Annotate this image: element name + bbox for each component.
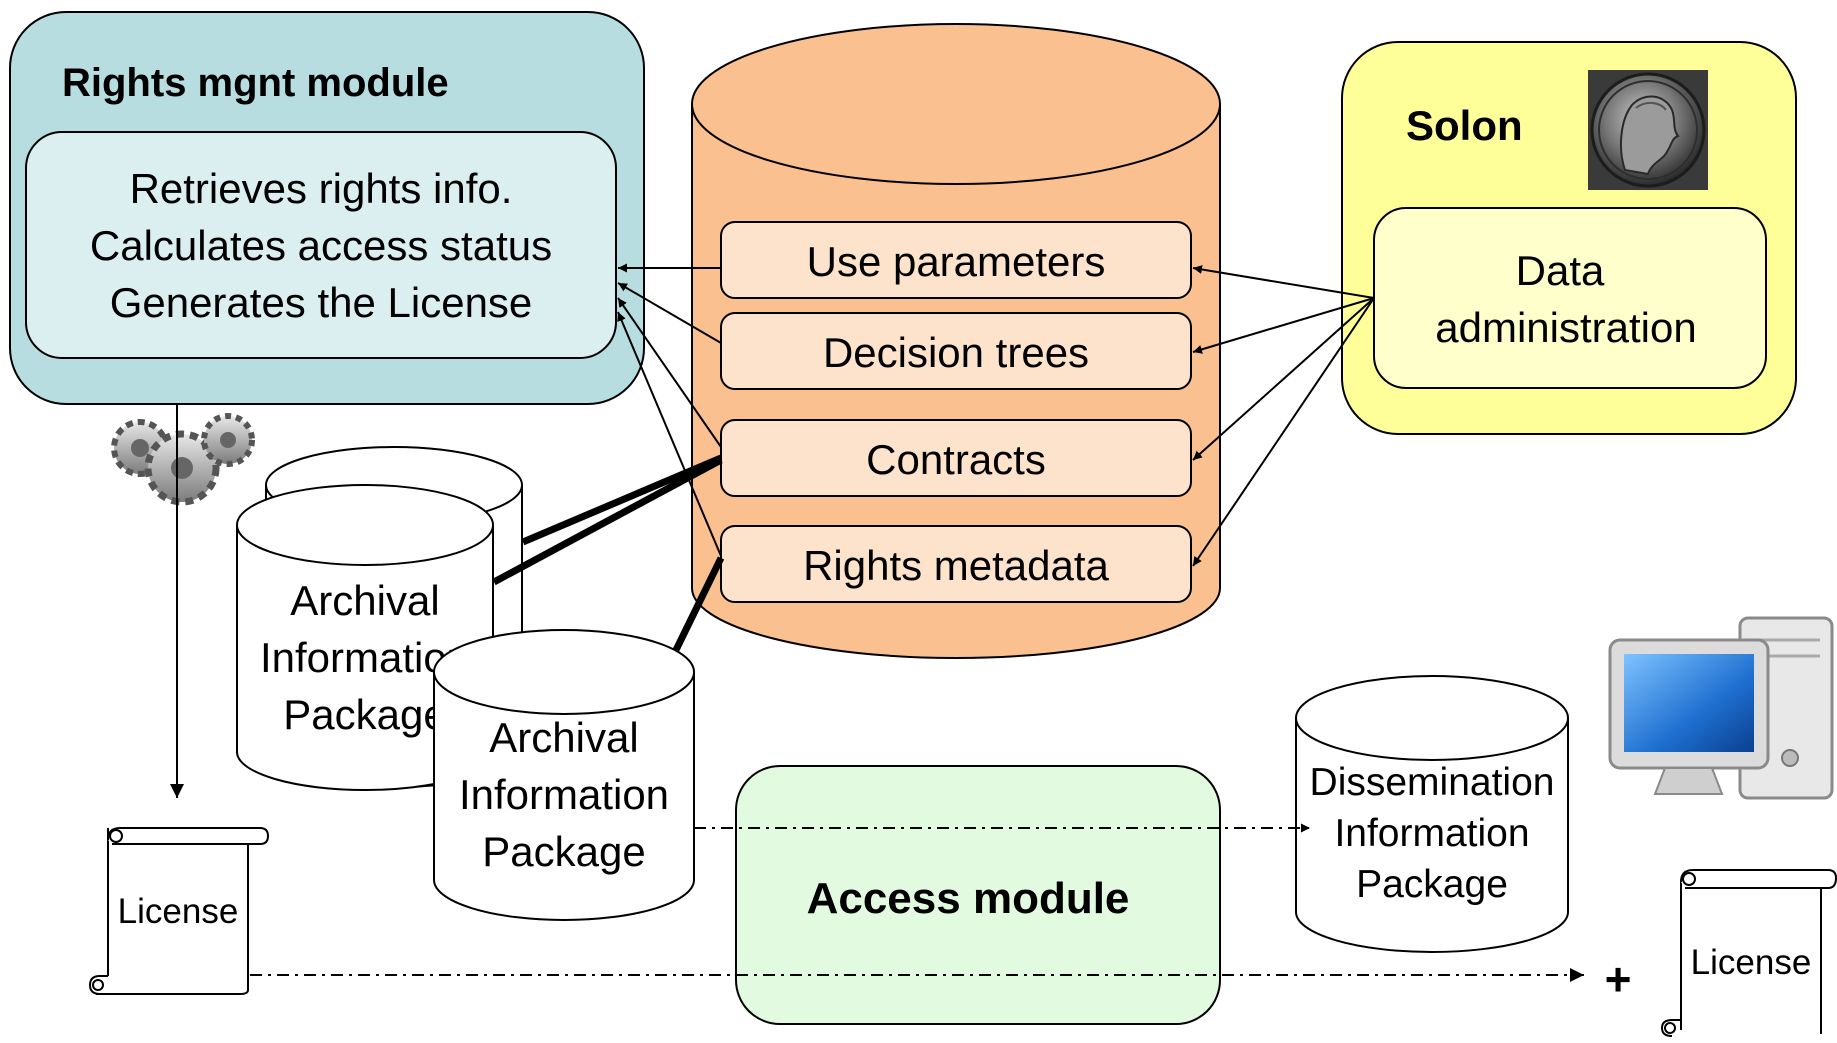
dip-line-2: Information — [1334, 812, 1529, 855]
data-administration-line-2: administration — [1435, 304, 1696, 351]
dip-cylinder: Dissemination Information Package — [1295, 675, 1569, 953]
aip-back-line-1: Archival — [290, 577, 439, 624]
access-module-box — [735, 765, 1221, 1025]
admin-to-db-arrows — [1192, 265, 1375, 567]
rights-module: Rights mgnt module Retrieves rights info… — [9, 11, 645, 405]
db-item-decision-trees-label: Decision trees — [823, 329, 1089, 376]
rights-function-line-2: Calculates access status — [90, 222, 552, 269]
rights-function-line-3: Generates the License — [110, 279, 533, 326]
gears-icon — [111, 413, 255, 506]
aip-front-line-1: Archival — [489, 714, 638, 761]
link-contracts-aip-back — [492, 456, 723, 586]
dissemination-flows — [250, 823, 1584, 982]
arrow-decision-trees-to-rights — [617, 282, 722, 344]
rights-module-title: Rights mgnt module — [62, 61, 449, 105]
db-item-rights-metadata-label: Rights metadata — [803, 542, 1109, 589]
arrow-rights-metadata-to-rights — [617, 311, 722, 557]
rights-function-line-1: Retrieves rights info. — [130, 165, 513, 212]
plus-sign: + — [1605, 953, 1632, 1005]
coin-portrait-icon — [1588, 70, 1708, 190]
db-item-contracts-label: Contracts — [866, 436, 1046, 483]
aip-front-line-2: Information — [459, 771, 669, 818]
database-top — [691, 23, 1221, 185]
link-contracts-aip-rear — [521, 454, 723, 546]
license-right-label: License — [1691, 943, 1812, 982]
data-administration-box — [1373, 207, 1767, 389]
rights-functions-box — [25, 131, 617, 359]
aip-front-body — [433, 672, 695, 921]
dip-body — [1295, 718, 1569, 953]
aip-front-line-3: Package — [482, 828, 645, 875]
aip-front: Archival Information Package — [433, 629, 695, 921]
aip-front-top — [433, 629, 695, 715]
db-item-use-parameters — [720, 221, 1192, 299]
arrow-contracts-to-rights — [617, 297, 722, 448]
aip-back-line-3: Package — [283, 691, 446, 738]
data-administration-line-1: Data — [1516, 247, 1605, 294]
computer-icon — [1608, 616, 1834, 800]
dip-line-1: Dissemination — [1310, 761, 1555, 804]
solon-module: Solon Data administration — [1341, 41, 1797, 435]
arrow-admin-to-rights-metadata — [1192, 297, 1375, 567]
license-left-label: License — [118, 892, 239, 931]
arrow-admin-to-use-parameters — [1192, 265, 1375, 299]
db-item-decision-trees — [720, 312, 1192, 390]
aip-back-top — [236, 484, 494, 566]
license-right-scroll-icon — [1660, 869, 1837, 1037]
db-item-use-parameters-label: Use parameters — [807, 238, 1106, 285]
access-module: Access module — [735, 765, 1221, 1025]
link-metadata-aip-front — [672, 556, 725, 652]
aip-links — [492, 454, 725, 652]
dip-line-3: Package — [1356, 863, 1508, 906]
rights-database: Use parameters Decision trees Contracts … — [691, 23, 1221, 659]
arrow-admin-to-contracts — [1192, 297, 1375, 461]
arrow-admin-to-decision-trees — [1192, 297, 1375, 354]
solon-title: Solon — [1406, 102, 1523, 149]
db-to-rights-arrows — [617, 263, 722, 557]
access-module-label: Access module — [807, 874, 1130, 923]
license-left-scroll-icon — [88, 827, 270, 995]
dip-top — [1295, 675, 1569, 761]
